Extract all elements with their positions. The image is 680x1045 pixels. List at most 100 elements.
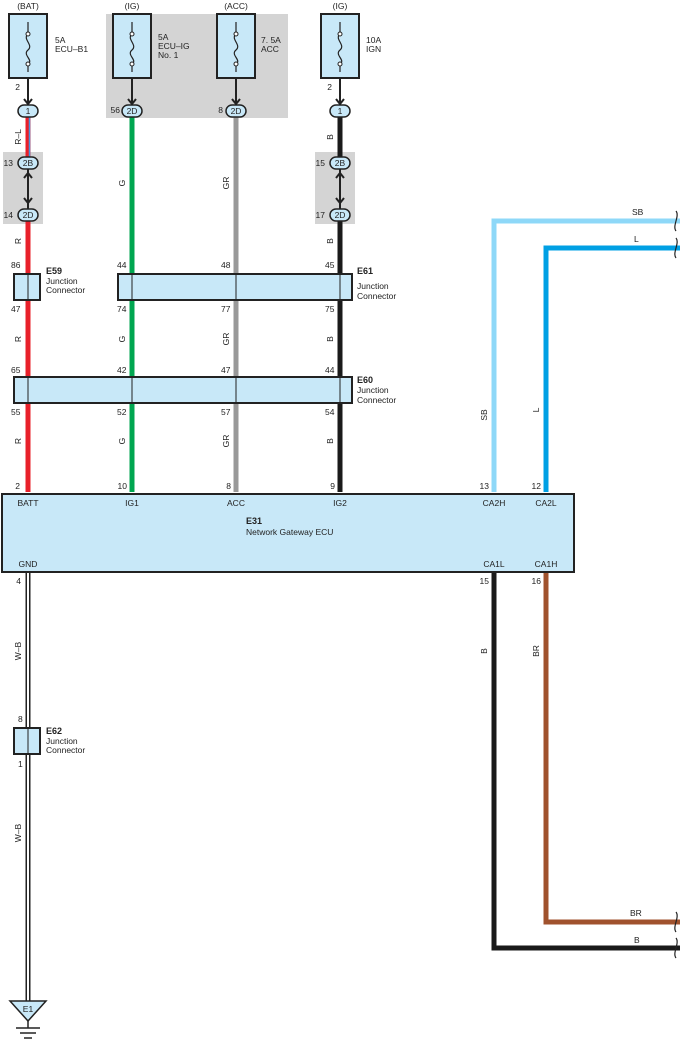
fuse-rating: 7. 5A (261, 35, 281, 45)
fuse-bat: (BAT) 5A ECU–B1 2 (8, 1, 88, 92)
svg-text:48: 48 (221, 260, 231, 270)
junction-e62: 8 1 E62 Junction Connector (13, 714, 85, 769)
fuse-name: IGN (366, 44, 381, 54)
svg-text:GR: GR (221, 177, 231, 190)
fuse-pin: 2 (327, 82, 332, 92)
svg-text:BR: BR (531, 645, 541, 657)
svg-text:2D: 2D (23, 210, 34, 220)
fuse-ign: (IG) 10A IGN 2 (320, 1, 381, 92)
svg-text:75: 75 (325, 304, 335, 314)
svg-text:E60: E60 (357, 375, 373, 385)
ground-triangle-icon (8, 1000, 48, 1023)
svg-text:SB: SB (479, 409, 489, 421)
wire-ca2h-sb (491, 218, 680, 492)
fuse-leads (23, 78, 345, 106)
svg-text:B: B (325, 238, 335, 244)
svg-text:CA1L: CA1L (483, 559, 505, 569)
ecu-e31: 2 10 8 9 13 12 BATT IG1 ACC IG2 CA2H CA2… (1, 481, 575, 586)
svg-text:E62: E62 (46, 726, 62, 736)
svg-text:E59: E59 (46, 266, 62, 276)
svg-text:B: B (479, 648, 489, 654)
svg-text:G: G (117, 180, 127, 187)
connector-id: 1 (26, 106, 31, 116)
svg-text:2B: 2B (335, 158, 346, 168)
svg-text:13: 13 (4, 158, 14, 168)
svg-text:BATT: BATT (17, 498, 38, 508)
wire-ca1l-b (491, 573, 680, 951)
fuse-source-label: (IG) (125, 1, 140, 11)
svg-text:15: 15 (480, 576, 490, 586)
ground-e1: E1 (8, 1000, 48, 1039)
fuse-element-icon (25, 22, 31, 72)
fuse-element-icon (233, 22, 239, 72)
svg-text:Connector: Connector (46, 285, 85, 295)
connector-id: 1 (338, 106, 343, 116)
wire-color-labels: R–L R R R G G G GR GR GR B B B B SB L B … (13, 129, 644, 945)
fuse-source-label: (BAT) (17, 1, 39, 11)
svg-text:GR: GR (221, 435, 231, 448)
svg-text:2: 2 (15, 481, 20, 491)
fuse-element-icon (129, 22, 135, 72)
svg-text:G: G (117, 336, 127, 343)
svg-text:17: 17 (316, 210, 326, 220)
svg-text:54: 54 (325, 407, 335, 417)
svg-text:12: 12 (532, 481, 542, 491)
svg-text:9: 9 (330, 481, 335, 491)
fuse-name-2: No. 1 (158, 50, 179, 60)
junction-e61: 44 48 45 74 77 75 E61 Junction Connector (117, 260, 396, 314)
fuse-rating: 5A (55, 35, 66, 45)
svg-text:Junction: Junction (357, 281, 389, 291)
svg-text:Junction: Junction (46, 736, 78, 746)
fuse-pin: 56 (111, 105, 121, 115)
svg-text:77: 77 (221, 304, 231, 314)
svg-text:L: L (634, 234, 639, 244)
svg-text:R–L: R–L (13, 129, 23, 145)
wire-ca1h-br (543, 573, 680, 925)
svg-text:65: 65 (11, 365, 21, 375)
svg-text:4: 4 (16, 576, 21, 586)
fuse-source-label: (ACC) (224, 1, 248, 11)
svg-text:55: 55 (11, 407, 21, 417)
svg-text:44: 44 (325, 365, 335, 375)
svg-text:1: 1 (18, 759, 23, 769)
svg-text:B: B (634, 935, 640, 945)
fuse-pin: 2 (15, 82, 20, 92)
svg-text:74: 74 (117, 304, 127, 314)
svg-text:CA2L: CA2L (535, 498, 557, 508)
svg-text:45: 45 (325, 260, 335, 270)
svg-text:47: 47 (221, 365, 231, 375)
svg-text:47: 47 (11, 304, 21, 314)
wire-ca2l-l (543, 245, 680, 492)
svg-text:14: 14 (4, 210, 14, 220)
svg-text:B: B (325, 438, 335, 444)
fuse-rating: 10A (366, 35, 381, 45)
ecu-box (1, 493, 575, 573)
svg-text:13: 13 (480, 481, 490, 491)
svg-text:IG2: IG2 (333, 498, 347, 508)
svg-text:R: R (13, 438, 23, 444)
junction-e59: 86 47 E59 Junction Connector (11, 260, 85, 314)
fuse-ig: (IG) 5A ECU–IG No. 1 56 (111, 1, 190, 115)
svg-text:B: B (325, 336, 335, 342)
svg-text:2B: 2B (23, 158, 34, 168)
svg-text:SB: SB (632, 207, 644, 217)
svg-text:R: R (13, 336, 23, 342)
ecu-name: Network Gateway ECU (246, 527, 333, 537)
connector-id: 2D (127, 106, 138, 116)
svg-text:B: B (325, 134, 335, 140)
svg-text:BR: BR (630, 908, 642, 918)
svg-text:Junction: Junction (46, 276, 78, 286)
svg-text:ACC: ACC (227, 498, 245, 508)
svg-text:IG1: IG1 (125, 498, 139, 508)
svg-text:2D: 2D (335, 210, 346, 220)
svg-text:8: 8 (18, 714, 23, 724)
fuse-name: ECU–IG (158, 41, 190, 51)
ecu-id: E31 (246, 516, 262, 526)
svg-text:Connector: Connector (357, 291, 396, 301)
svg-text:GND: GND (19, 559, 38, 569)
svg-text:52: 52 (117, 407, 127, 417)
svg-text:16: 16 (532, 576, 542, 586)
svg-text:86: 86 (11, 260, 21, 270)
ground-id: E1 (23, 1004, 34, 1014)
